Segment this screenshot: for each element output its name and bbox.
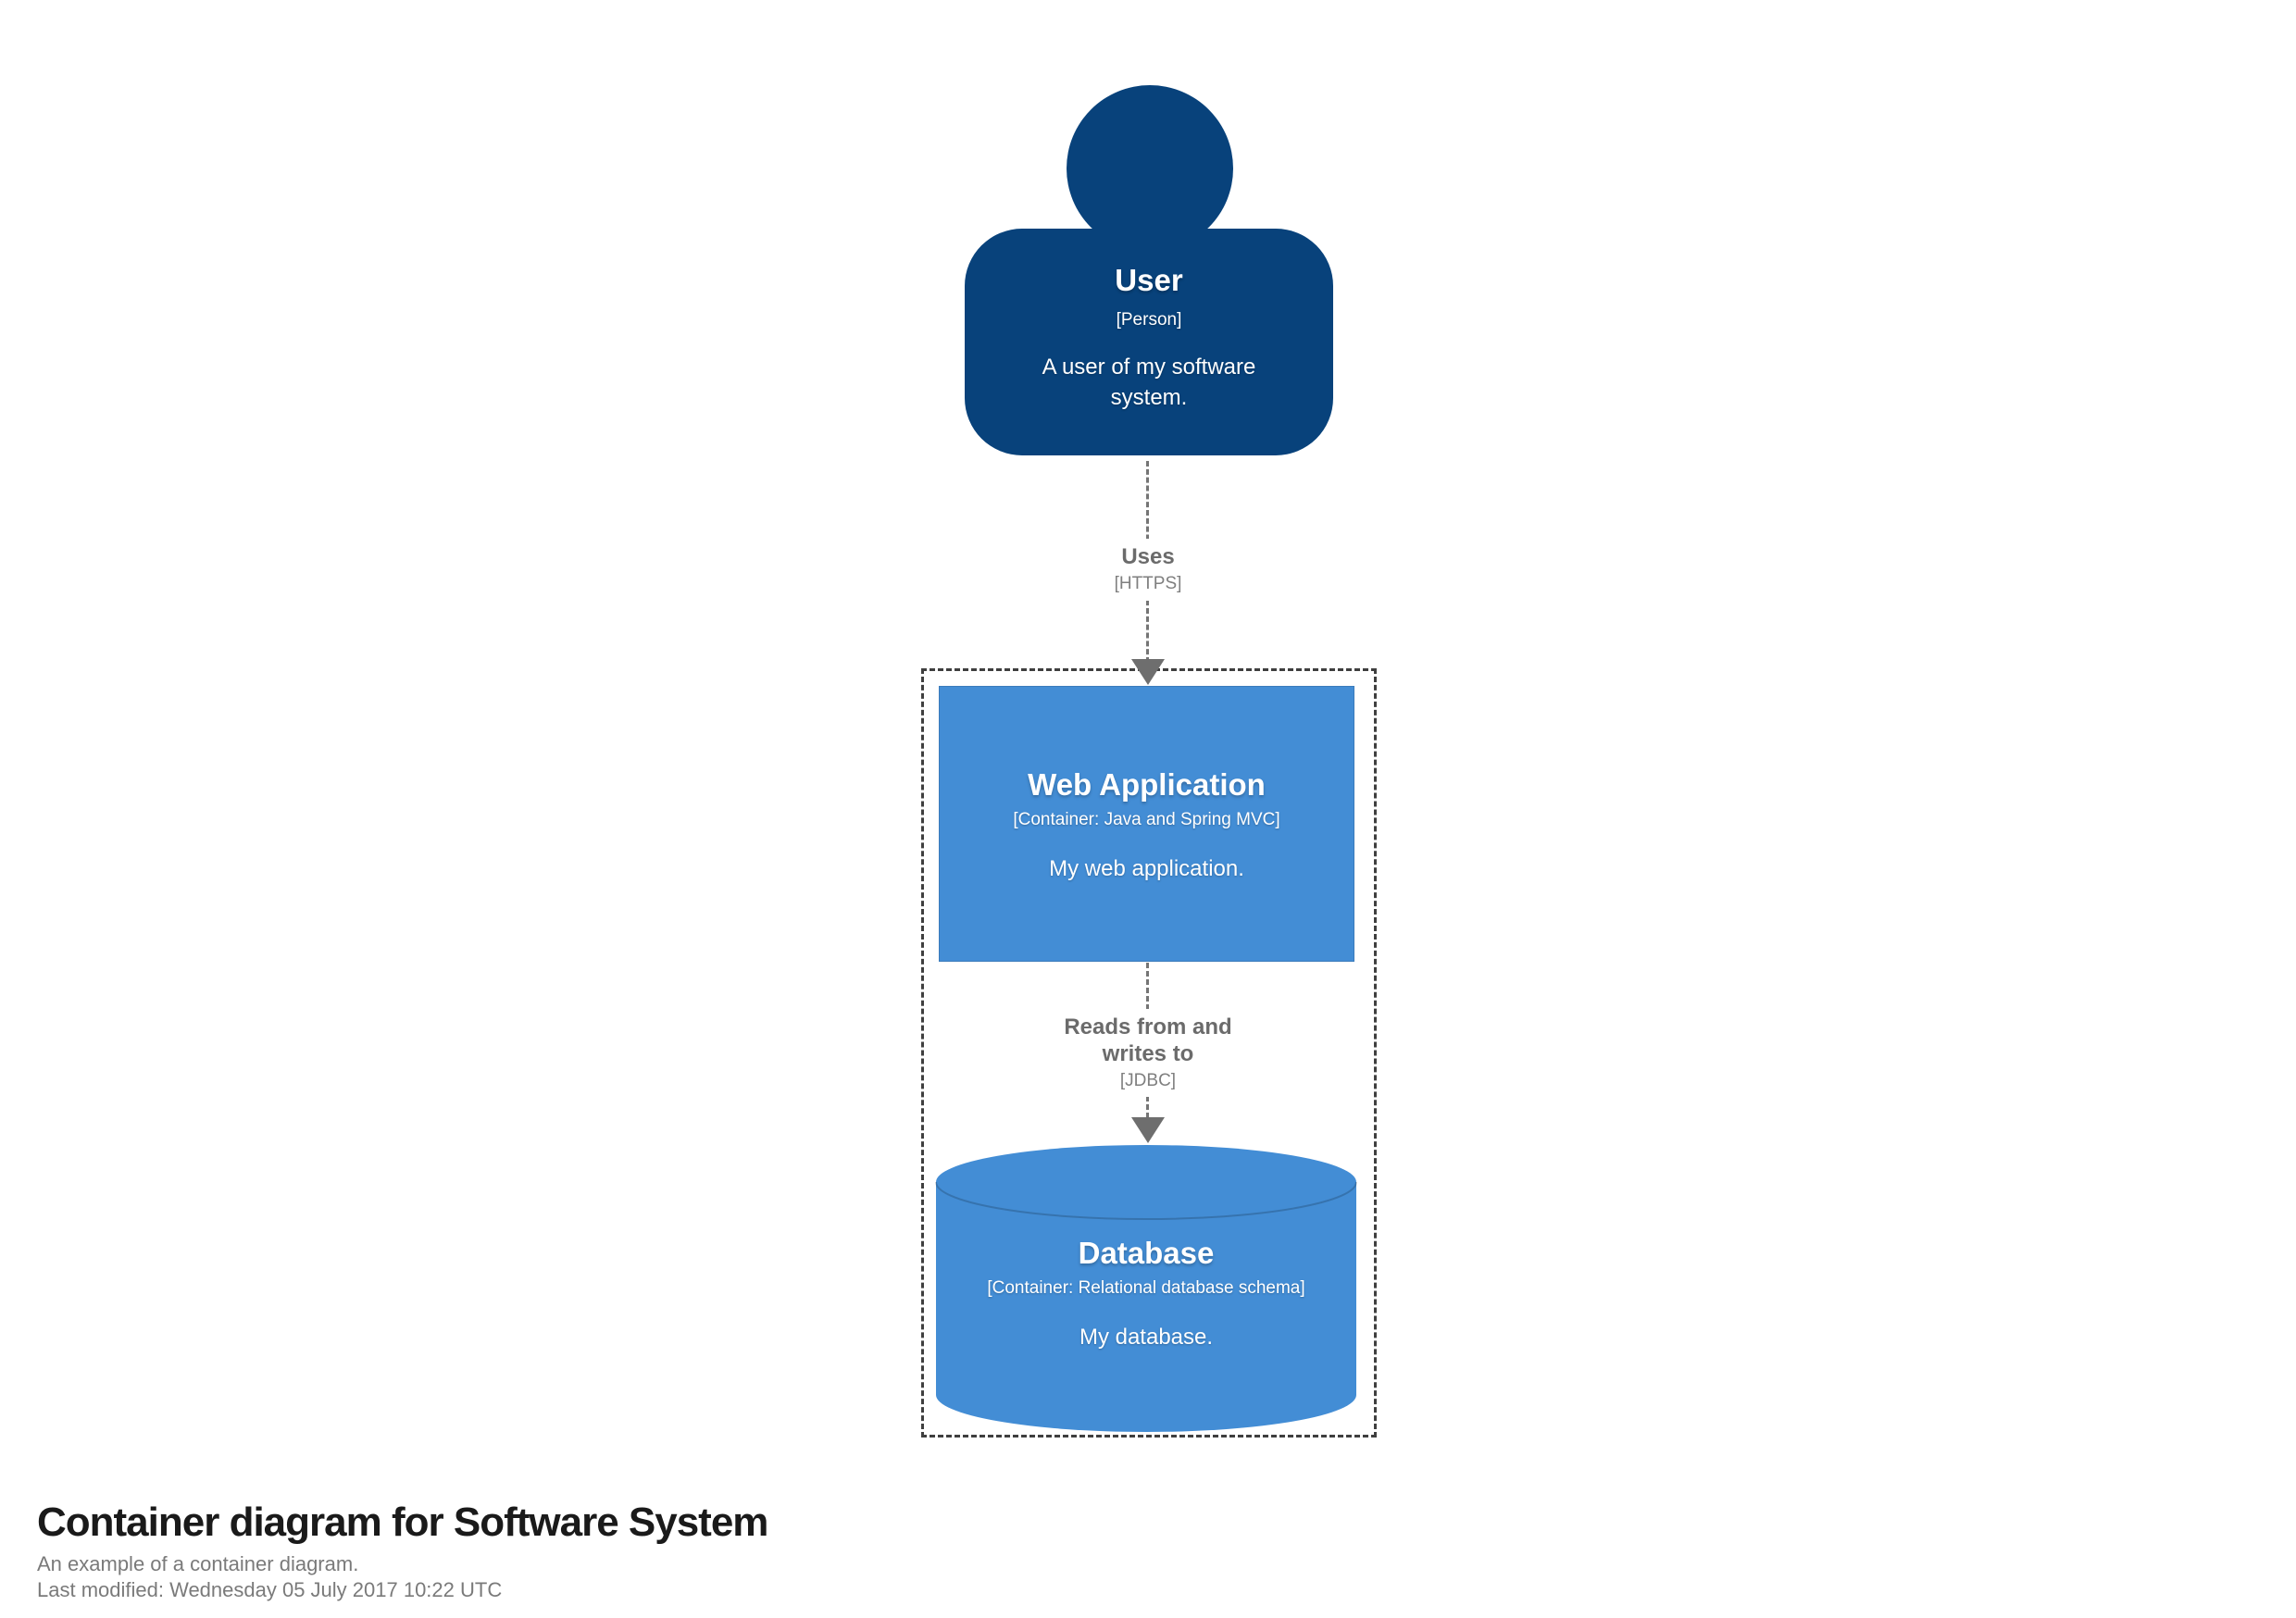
node-container-database[interactable]: Database [Container: Relational database… — [935, 1144, 1357, 1433]
relationship-uses-label: Uses [HTTPS] — [1103, 539, 1193, 601]
arrowhead-down-icon — [1131, 659, 1165, 685]
container-name: Web Application — [1028, 767, 1266, 802]
container-name: Database — [1078, 1236, 1215, 1270]
person-description: A user of my software system. — [1042, 355, 1256, 410]
diagram-title-block: Container diagram for Software System An… — [37, 1500, 768, 1602]
diagram-subtitle: An example of a container diagram. — [37, 1552, 359, 1576]
relationship-reads-writes-label: Reads from and writes to [JDBC] — [1040, 1009, 1256, 1098]
person-name: User — [1115, 263, 1183, 297]
person-head-icon — [1067, 85, 1233, 252]
node-person-user[interactable]: User [Person] A user of my software syst… — [965, 229, 1333, 455]
node-container-web-application[interactable]: Web Application [Container: Java and Spr… — [939, 686, 1354, 962]
database-cylinder-icon — [935, 1145, 1357, 1432]
relationship-name: Uses — [1121, 544, 1175, 569]
arrowhead-down-icon — [1131, 1117, 1165, 1143]
container-description: My database. — [1079, 1325, 1214, 1350]
person-meta: [Person] — [1116, 309, 1182, 330]
container-description: My web application. — [1049, 856, 1244, 882]
relationship-technology: [JDBC] — [1119, 1070, 1177, 1090]
container-meta: [Container: Java and Spring MVC] — [1013, 809, 1280, 829]
diagram-last-modified: Last modified: Wednesday 05 July 2017 10… — [37, 1577, 503, 1601]
diagram-title: Container diagram for Software System — [37, 1500, 768, 1545]
container-meta: [Container: Relational database schema] — [987, 1277, 1305, 1298]
relationship-technology: [HTTPS] — [1114, 573, 1182, 593]
relationship-name: Reads from and writes to — [1064, 1014, 1232, 1066]
